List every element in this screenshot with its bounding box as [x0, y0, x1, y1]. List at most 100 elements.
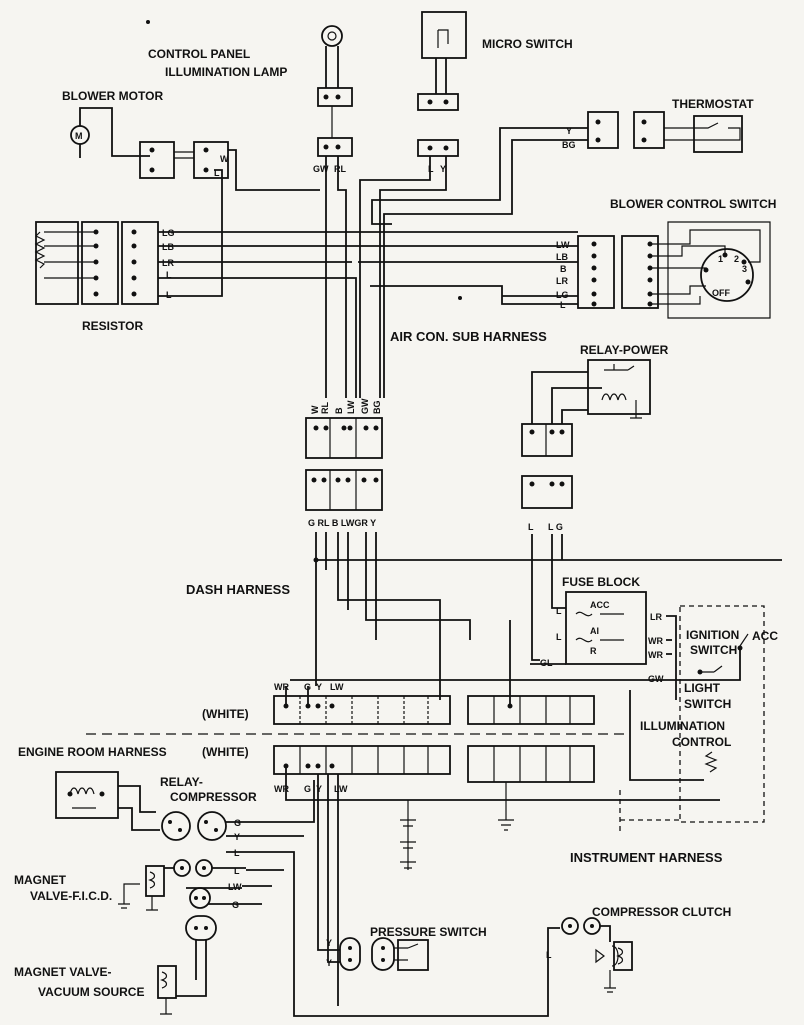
bcs-lr-code: LR — [556, 276, 568, 286]
ignition-switch-label-2: SWITCH — [690, 643, 737, 657]
svg-text:L: L — [556, 632, 562, 642]
svg-text:WR: WR — [274, 682, 289, 692]
sub-harness-connector: W RL B LW GW BG — [305, 398, 383, 459]
bcs-lg-code: LG — [556, 290, 569, 300]
micro-switch-label: MICRO SWITCH — [482, 37, 573, 51]
svg-text:GL: GL — [540, 658, 553, 668]
svg-text:GW: GW — [648, 674, 664, 684]
magnet-valve-ficd-label: MAGNET — [14, 873, 67, 887]
magnet-valve-vacuum — [157, 915, 217, 1015]
upper-wiring — [146, 20, 588, 398]
res-l2-code: L — [166, 290, 172, 300]
relay-lg-code: L G — [548, 522, 563, 532]
lamp-rl-code: RL — [334, 164, 346, 174]
compressor-clutch-label: COMPRESSOR CLUTCH — [592, 905, 731, 919]
compressor-clutch: L — [546, 917, 633, 993]
micro-l-code: L — [428, 164, 434, 174]
res-lr-code: LR — [162, 258, 174, 268]
switch-pos-2: 2 — [734, 254, 739, 264]
magnet-valve-vacuum-label-2: VACUUM SOURCE — [38, 985, 144, 999]
svg-text:LR: LR — [650, 612, 662, 622]
svg-text:L: L — [556, 606, 562, 616]
acc-switch-label: ACC — [752, 629, 778, 643]
bcs-b-code: B — [560, 264, 567, 274]
magnet-valve-ficd — [118, 859, 246, 911]
ignition-switch-label: IGNITION — [686, 628, 739, 642]
svg-text:LW: LW — [330, 682, 344, 692]
blower-l-code: L — [214, 168, 220, 178]
control-panel-lamp-label: CONTROL PANEL — [148, 47, 250, 61]
sub-conn-rl: RL — [320, 402, 330, 414]
magnet-valve-vacuum-label: MAGNET VALVE- — [14, 965, 112, 979]
switch-off: OFF — [712, 288, 730, 298]
res-lg-code: LG — [162, 228, 175, 238]
sub-conn-b: B — [334, 407, 344, 414]
fuse-block-label: FUSE BLOCK — [562, 575, 640, 589]
dash-connector: G RL B LWGR Y — [305, 469, 782, 700]
switch-pos-1: 1 — [718, 254, 723, 264]
clutch-l-code: L — [546, 950, 552, 960]
blower-motor: M W L — [70, 107, 229, 179]
svg-text:AI: AI — [590, 626, 599, 636]
svg-text:R: R — [590, 646, 597, 656]
sub-conn-w: W — [310, 405, 320, 414]
magnet-valve-ficd-label-2: VALVE-F.I.C.D. — [30, 889, 112, 903]
svg-text:WR: WR — [648, 650, 663, 660]
thermostat-label: THERMOSTAT — [672, 97, 754, 111]
relay-power-label: RELAY-POWER — [580, 343, 669, 357]
light-switch-label: LIGHT — [684, 681, 721, 695]
eng-l1-code: L — [234, 848, 240, 858]
fuse-block: ACC AI R LR WR WR L L GL GW — [530, 591, 677, 700]
svg-text:LW: LW — [334, 784, 348, 794]
eng-y-code: Y — [234, 832, 240, 842]
eng-g2-code: G — [232, 900, 239, 910]
eng-lw-code: LW — [228, 882, 242, 892]
micro-switch: L Y — [417, 11, 467, 174]
blower-control-switch-label: BLOWER CONTROL SWITCH — [610, 197, 776, 211]
relay-compressor-label-2: COMPRESSOR — [170, 790, 257, 804]
thermostat: Y BG — [562, 111, 743, 153]
relay-compressor: G Y L L LW G — [55, 771, 560, 1017]
switch-pos-3: 3 — [742, 264, 747, 274]
eng-g1-code: G — [234, 818, 241, 828]
svg-text:ACC: ACC — [590, 600, 610, 610]
illumination-control-label: ILLUMINATION — [640, 719, 725, 733]
svg-text:G: G — [304, 784, 311, 794]
resistor-label: RESISTOR — [82, 319, 143, 333]
relay-power: L L G — [521, 359, 651, 661]
dash-harness-label: DASH HARNESS — [186, 582, 290, 597]
illumination-lamp: GW RL — [313, 25, 353, 174]
blower-w-code: W — [220, 154, 229, 164]
sub-conn-bg: BG — [372, 401, 382, 415]
white-connectors: WR G Y LW WR G Y LW — [86, 620, 720, 870]
pressure-switch-label: PRESSURE SWITCH — [370, 925, 487, 939]
micro-y-code: Y — [440, 164, 446, 174]
res-lb-code: LB — [162, 242, 174, 252]
therm-y-code: Y — [566, 126, 572, 136]
blower-control-switch: OFF 1 2 3 LW LB B LR LG L — [556, 221, 771, 319]
bcs-lb-code: LB — [556, 252, 568, 262]
sub-conn-gw: GW — [360, 398, 370, 414]
sub-conn-lw: LW — [346, 400, 356, 414]
light-switch-label-2: SWITCH — [684, 697, 731, 711]
ignition-area — [290, 605, 765, 832]
engine-room-harness-label: ENGINE ROOM HARNESS — [18, 745, 167, 759]
eng-l2-code: L — [234, 866, 240, 876]
svg-text:Y: Y — [316, 784, 322, 794]
blower-motor-label: BLOWER MOTOR — [62, 89, 163, 103]
instrument-harness-label: INSTRUMENT HARNESS — [570, 850, 723, 865]
white-label-1: (WHITE) — [202, 707, 249, 721]
svg-text:M: M — [75, 131, 83, 141]
control-panel-lamp-label-2: ILLUMINATION LAMP — [165, 65, 287, 79]
therm-bg-code: BG — [562, 140, 576, 150]
res-l1-code: L — [166, 270, 172, 280]
resistor: LG LB LR L L — [34, 221, 175, 305]
relay-compressor-label: RELAY- — [160, 775, 203, 789]
svg-text:WR: WR — [648, 636, 663, 646]
pressure-switch: Y Y — [326, 937, 429, 971]
svg-text:Y: Y — [316, 682, 322, 692]
dash-conn-codes: G RL B LWGR Y — [308, 518, 376, 528]
air-con-sub-harness-label: AIR CON. SUB HARNESS — [390, 329, 547, 344]
lamp-gw-code: GW — [313, 164, 329, 174]
